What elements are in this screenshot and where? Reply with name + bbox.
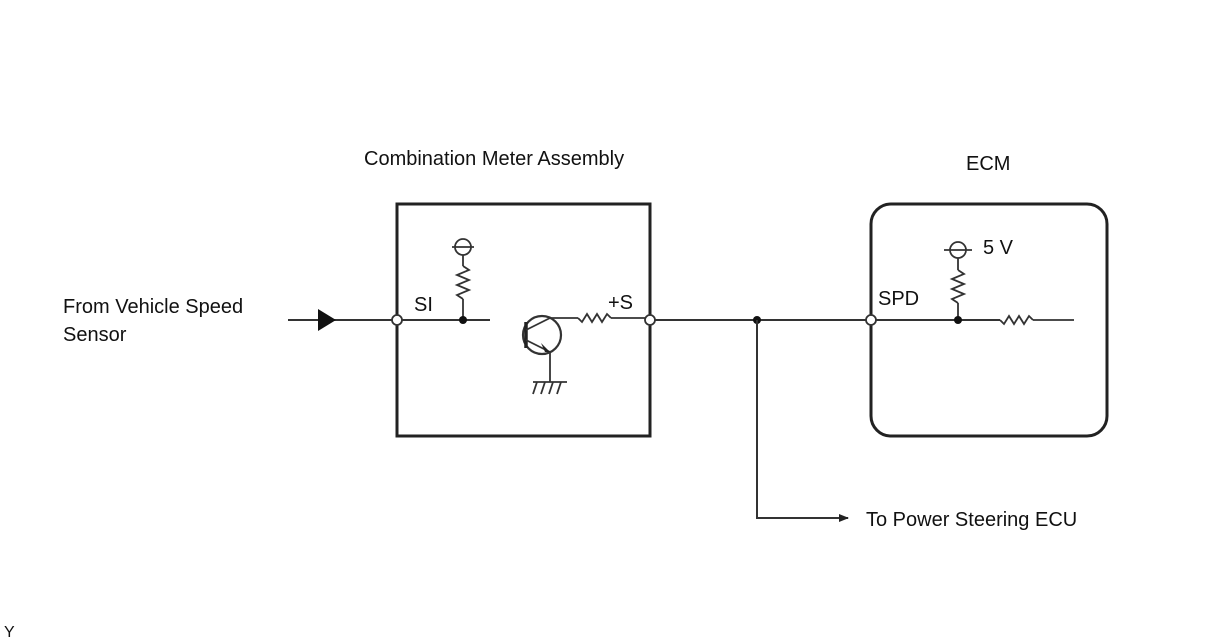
spd-junction-dot <box>954 316 962 324</box>
power-steering-branch-wire <box>756 320 849 522</box>
plus-s-series-resistor <box>577 312 645 324</box>
input-label-line2: Sensor <box>63 324 127 346</box>
input-arrow-icon <box>318 309 336 331</box>
ecm-title: ECM <box>966 153 1010 175</box>
spd-terminal <box>865 314 877 326</box>
ecm-input-resistor <box>999 314 1074 326</box>
si-pullup-resistor <box>452 238 474 324</box>
ground-icon <box>532 381 567 395</box>
transistor-icon <box>521 314 578 382</box>
combination-meter-title: Combination Meter Assembly <box>364 148 624 170</box>
input-label-line1: From Vehicle Speed <box>63 296 243 318</box>
pin-spd-label: SPD <box>878 288 919 310</box>
si-junction-dot <box>459 316 467 324</box>
spd-pullup-resistor <box>944 241 972 324</box>
corner-mark: Y <box>4 624 15 641</box>
pin-plus-s-label: +S <box>608 292 633 314</box>
pin-si-label: SI <box>414 294 433 316</box>
si-terminal <box>391 314 403 326</box>
supply-voltage-label: 5 V <box>983 237 1014 259</box>
plus-s-terminal <box>644 314 656 326</box>
output-label: To Power Steering ECU <box>866 509 1077 531</box>
